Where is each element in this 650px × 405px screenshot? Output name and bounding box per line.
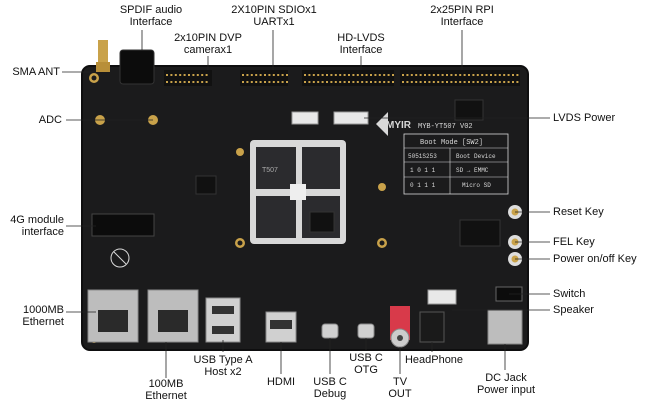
header-rpi — [400, 70, 520, 86]
header-dvp — [164, 70, 212, 86]
label-usbc-otg-line1: USB C — [349, 352, 383, 364]
label-eth100-line1: 100MB — [148, 378, 184, 390]
boot-header-device: Boot Device — [456, 153, 496, 160]
board-model: MYB-YT507 V02 — [418, 123, 473, 131]
chip-name: T507 — [262, 167, 278, 174]
label-eth1000-line2: Ethernet — [22, 316, 64, 328]
label-headphone: HeadPhone — [404, 354, 464, 366]
label-dvp-line1: 2x10PIN DVP — [174, 32, 242, 44]
label-sma: SMA ANT — [12, 66, 60, 78]
label-usba-line2: Host x2 — [204, 366, 242, 378]
boot-title: Boot Mode [SW2] — [420, 139, 483, 147]
label-4g-line1: 4G module — [10, 214, 64, 226]
label-tv-out-line1: TV — [392, 376, 408, 388]
label-4g: 4G module interface — [0, 214, 64, 238]
4g-slot — [91, 213, 155, 237]
header-sdio — [240, 70, 288, 86]
label-dc-jack-line1: DC Jack — [485, 372, 527, 384]
label-hdlvds: HD-LVDS Interface — [321, 32, 401, 56]
spdif-jack — [119, 49, 155, 85]
label-adc: ADC — [38, 114, 62, 126]
label-hdlvds-line1: HD-LVDS — [337, 32, 385, 44]
usbc-debug-jack — [321, 323, 339, 339]
label-usbc-otg-line2: OTG — [354, 364, 378, 376]
dc-jack — [487, 309, 523, 345]
ethernet-1000-jack — [87, 289, 139, 343]
label-rpi: 2x25PIN RPI Interface — [412, 4, 512, 28]
label-spdif-line1: SPDIF audio — [119, 4, 183, 16]
label-eth100: 100MB Ethernet — [136, 378, 196, 402]
label-dvp: 2x10PIN DVP camerax1 — [158, 32, 258, 56]
boot-row-1-code: 1 0 1 1 — [410, 167, 436, 174]
board-brand: MYIR — [386, 120, 412, 131]
label-usbc-otg: USB C OTG — [341, 352, 391, 376]
boot-row-2-code: 0 1 1 1 — [410, 182, 436, 189]
speaker-connector — [427, 289, 457, 305]
label-spdif: SPDIF audio Interface — [106, 4, 196, 28]
boot-row-2-device: Micro SD — [462, 182, 491, 189]
usb-a-jack — [205, 297, 241, 343]
label-usba: USB Type A Host x2 — [178, 354, 268, 378]
tv-out-jack — [390, 306, 410, 348]
label-spdif-line2: Interface — [129, 16, 173, 28]
label-power-key: Power on/off Key — [553, 253, 637, 265]
hdmi-jack — [265, 311, 297, 343]
label-4g-line2: interface — [21, 226, 64, 238]
no-symbol-icon — [110, 248, 130, 268]
label-tv-out: TV OUT — [380, 376, 420, 400]
label-dc-jack: DC Jack Power input — [466, 372, 546, 396]
label-usba-line1: USB Type A — [193, 354, 253, 366]
label-eth100-line2: Ethernet — [145, 390, 187, 402]
label-hdmi: HDMI — [266, 376, 296, 388]
label-dc-jack-line2: Power input — [476, 384, 536, 396]
label-sdio-line2: UARTx1 — [253, 16, 295, 28]
label-usbc-debug-line2: Debug — [313, 388, 347, 400]
ethernet-100-jack — [147, 289, 199, 343]
label-usbc-debug-line1: USB C — [313, 376, 347, 388]
label-rpi-line1: 2x25PIN RPI — [430, 4, 494, 16]
label-dvp-line2: camerax1 — [183, 44, 233, 56]
label-tv-out-line2: OUT — [388, 388, 412, 400]
boot-header-code: 5051S253 — [408, 153, 437, 160]
label-hdlvds-line2: Interface — [339, 44, 383, 56]
label-reset-key: Reset Key — [553, 206, 604, 218]
label-rpi-line2: Interface — [440, 16, 484, 28]
headphone-jack — [419, 311, 445, 343]
label-sdio: 2X10PIN SDIOx1 UARTx1 — [224, 4, 324, 28]
label-usbc-debug: USB C Debug — [305, 376, 355, 400]
sma-connector — [96, 40, 110, 72]
label-lvds-power: LVDS Power — [553, 112, 616, 124]
label-eth1000-line1: 1000MB — [23, 304, 64, 316]
label-speaker: Speaker — [553, 304, 594, 316]
label-fel-key: FEL Key — [553, 236, 595, 248]
label-eth1000: 1000MB Ethernet — [0, 304, 64, 328]
header-hdlvds — [302, 70, 394, 86]
label-switch: Switch — [553, 288, 586, 300]
label-sdio-line1: 2X10PIN SDIOx1 — [231, 4, 317, 16]
boot-row-1-device: SD → EMMC — [456, 167, 489, 174]
usbc-otg-jack — [357, 323, 375, 339]
leader-lines — [62, 30, 550, 378]
boot-mode-table — [403, 133, 509, 195]
